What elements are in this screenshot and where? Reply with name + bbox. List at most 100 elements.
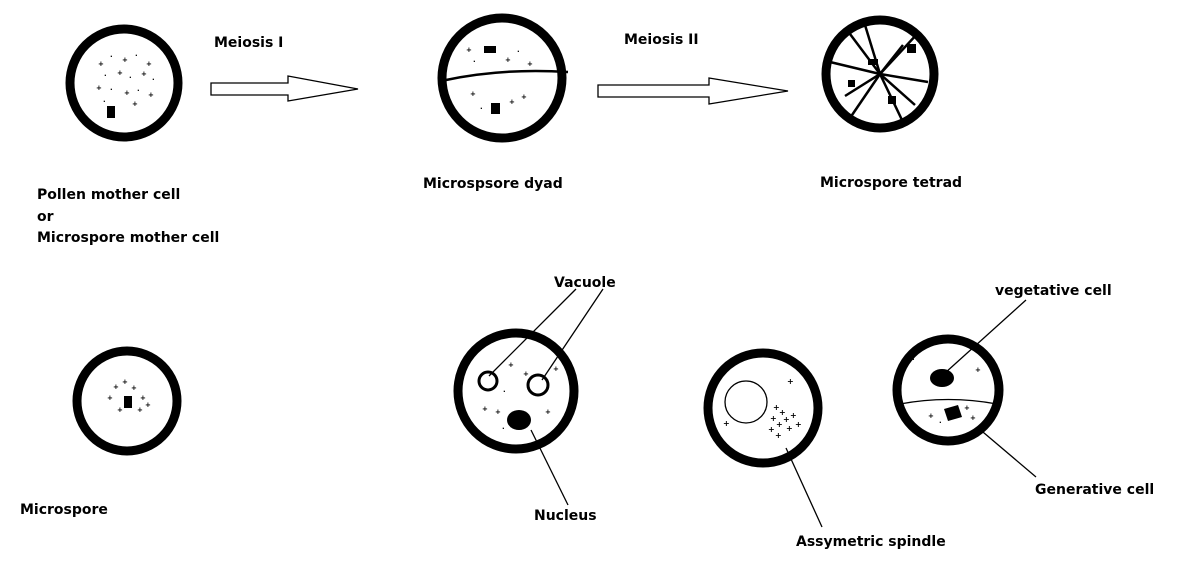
microspore-chromatin-dots: + + + + + + + + [107, 378, 151, 414]
svg-text:+: + [783, 415, 790, 424]
meiosis-2-label: Meiosis II [624, 32, 699, 48]
svg-text:·: · [503, 388, 506, 396]
svg-text:+: + [137, 406, 143, 414]
generative-leader-line [976, 426, 1037, 478]
vacuole-label: Vacuole [554, 275, 616, 291]
svg-text:+: + [786, 424, 793, 433]
svg-text:+: + [790, 411, 797, 420]
tetrad-label: Microspore tetrad [820, 175, 962, 191]
svg-text:·: · [152, 76, 155, 84]
svg-text:+: + [132, 100, 138, 108]
svg-text:·: · [104, 72, 107, 80]
vacuolated-cell-nucleus [507, 410, 531, 430]
svg-text:+: + [770, 414, 777, 423]
svg-text:+: + [146, 60, 152, 68]
svg-text:+: + [117, 406, 123, 414]
svg-text:+: + [523, 370, 529, 378]
svg-text:·: · [473, 58, 476, 66]
svg-text:+: + [975, 366, 981, 374]
svg-text:+: + [508, 361, 514, 369]
svg-text:+: + [140, 394, 146, 402]
pollen-chromatin-dots: + + + · + · [912, 356, 981, 427]
svg-text:+: + [117, 69, 123, 77]
svg-text:·: · [137, 87, 140, 95]
pmc-label-line1: Pollen mother cell [37, 187, 180, 203]
svg-text:+: + [521, 93, 527, 101]
pmc-label-line3: Microspore mother cell [37, 230, 219, 246]
svg-text:+: + [482, 405, 488, 413]
vacuolated-microspore: + + · + + + + · [453, 328, 579, 454]
svg-text:+: + [145, 401, 151, 409]
meiosis-1-label: Meiosis I [214, 35, 283, 51]
svg-text:+: + [928, 412, 934, 420]
svg-text:·: · [110, 86, 113, 94]
svg-text:+: + [776, 420, 783, 429]
svg-text:+: + [148, 91, 154, 99]
svg-text:+: + [107, 394, 113, 402]
meiosis-1-arrow [210, 75, 359, 102]
svg-text:+: + [505, 56, 511, 64]
vegetative-label: vegetative cell [995, 283, 1112, 299]
svg-text:+: + [470, 90, 476, 98]
microspore-nucleus [124, 396, 132, 408]
pmc-chromatin-dots: + · + · + · + · + · + · + · + · + [96, 52, 155, 108]
svg-text:+: + [122, 56, 128, 64]
svg-text:+: + [509, 98, 515, 106]
nucleus-label: Nucleus [534, 508, 597, 524]
dyad-label: Microspsore dyad [423, 176, 563, 192]
svg-text:·: · [103, 98, 106, 106]
svg-text:+: + [779, 408, 786, 417]
svg-text:+: + [723, 419, 730, 428]
svg-text:+: + [527, 60, 533, 68]
tetrad-nucleus-1 [907, 44, 916, 53]
svg-text:+: + [545, 408, 551, 416]
pollen-wall [892, 334, 1004, 446]
dyad-nucleus-bottom [491, 103, 500, 114]
spindle-leader-line [785, 447, 823, 528]
svg-text:+: + [964, 404, 970, 412]
svg-text:+: + [124, 89, 130, 97]
microspore: + + + + + + + + [72, 346, 182, 456]
vacuole-leader-lines [488, 288, 604, 381]
svg-text:+: + [553, 365, 559, 373]
svg-text:+: + [98, 60, 104, 68]
svg-text:+: + [113, 383, 119, 391]
svg-text:+: + [970, 414, 976, 422]
svg-text:+: + [96, 84, 102, 92]
pmc-nucleus [107, 106, 115, 118]
svg-text:+: + [795, 420, 802, 429]
svg-text:·: · [110, 53, 113, 61]
asymmetric-spindle-cell: + + + + + + + + + + + + [703, 348, 823, 468]
svg-text:+: + [141, 70, 147, 78]
microspore-dyad: + + · + · + + + · [437, 13, 569, 143]
tetrad-partition-walls [829, 24, 929, 121]
pollen-mother-cell: + · + · + · + · + · + · + · + · + [65, 24, 183, 142]
svg-text:·: · [912, 356, 915, 364]
vacuole-right [526, 373, 550, 397]
tetrad-nucleus-2 [868, 59, 878, 65]
tetrad-nucleus-4 [848, 80, 855, 87]
svg-text:·: · [939, 419, 942, 427]
generative-label: Generative cell [1035, 482, 1154, 498]
svg-text:+: + [768, 425, 775, 434]
pmc-wall [65, 24, 183, 142]
svg-text:+: + [773, 403, 780, 412]
spindle-chromatin-cluster: + + + + + + + + + + + + [723, 377, 802, 440]
dyad-chromatin-dots: + + · + · + + + · [466, 46, 533, 113]
generative-nucleus [944, 405, 962, 421]
svg-text:·: · [135, 52, 138, 60]
vacuolated-cell-chromatin-dots: + + · + + + + · [482, 361, 559, 433]
vacuolated-cell-wall [453, 328, 579, 454]
svg-text:+: + [775, 431, 782, 440]
svg-text:·: · [517, 48, 520, 56]
svg-text:·: · [502, 425, 505, 433]
svg-text:+: + [122, 378, 128, 386]
vegetative-nucleus [930, 369, 954, 387]
spindle-cell-vacuole [724, 380, 768, 424]
dyad-wall [437, 13, 567, 143]
dyad-division-plate [445, 69, 569, 82]
svg-text:·: · [129, 74, 132, 82]
tetrad-nucleus-3 [888, 96, 896, 104]
